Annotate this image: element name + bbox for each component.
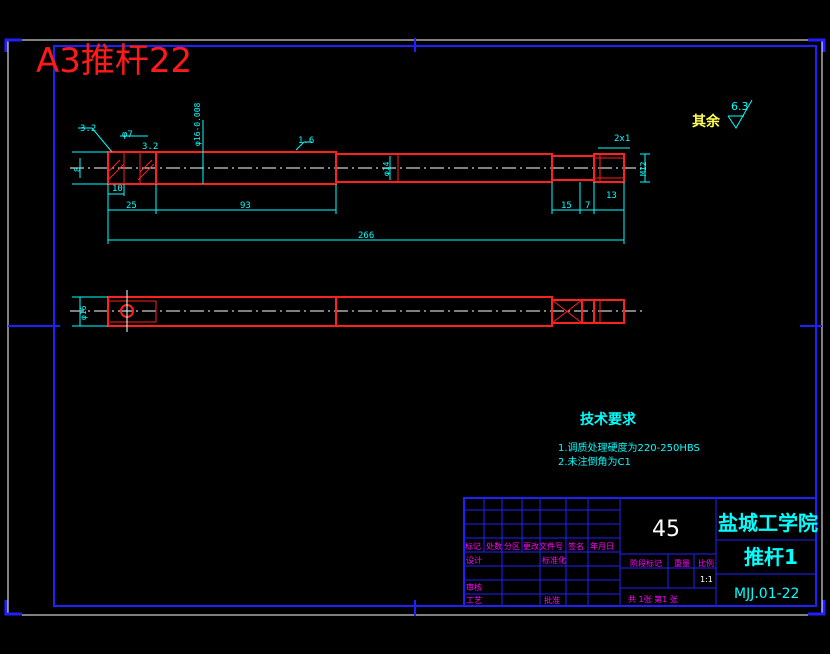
header-label-count: 处数 (486, 541, 502, 551)
surface-finish-value: 6.3 (731, 100, 749, 113)
surface-finish-label: 其余 (692, 113, 721, 130)
front-dimensions (72, 120, 650, 244)
scale-label: 比例 (698, 558, 714, 568)
roughness-symbol-icon (727, 99, 753, 129)
title-block (463, 497, 817, 607)
plan-view (70, 290, 642, 332)
dim-len-15: 15 (561, 201, 572, 211)
dim-len-93: 93 (240, 201, 251, 211)
corner-marks (4, 38, 826, 616)
dim-small-dia-left: 8 (73, 167, 82, 172)
tech-req-title: 技术要求 (580, 411, 637, 428)
dim-roughness-left: 3.2 (80, 124, 96, 134)
dim-thread: M12 (639, 161, 648, 176)
title-school: 盐城工学院 (718, 511, 818, 535)
front-view (70, 151, 642, 185)
row-label-approve: 批准 (544, 595, 560, 605)
dim-len-10: 10 (112, 184, 123, 194)
dim-mid-dia: φ14 (382, 161, 391, 176)
header-label-date: 年月日 (590, 541, 614, 551)
row-label-process: 工艺 (466, 596, 482, 605)
dim-side-dia: φ16 (79, 305, 88, 320)
dim-roughness-chamfer: 3.2 (142, 142, 158, 152)
dim-len-25: 25 (126, 201, 137, 211)
title-header-labels: 标记 处数 分区 更改文件号 签名 年月日 (465, 541, 614, 551)
dim-len-7: 7 (585, 201, 590, 211)
centering-marks (8, 38, 822, 616)
dim-hole-dia: φ7 (122, 130, 133, 140)
title-material: 45 (652, 517, 680, 542)
sheets-text: 共 1张 第1 张 (628, 594, 678, 604)
dim-len-13: 13 (606, 191, 617, 201)
row-label-standard: 标准化 (542, 555, 566, 565)
dim-shaft-dia-tol: φ16-0.008 (193, 102, 202, 146)
dim-total-len: 266 (358, 231, 374, 241)
sheet-label: A3推杆22 (36, 41, 192, 81)
weight-label: 重量 (674, 558, 690, 568)
scale-value: 1:1 (700, 575, 713, 584)
title-drawing-number: MJJ.01-22 (734, 586, 799, 602)
header-label-zone: 分区 (504, 542, 520, 551)
dim-roughness-main: 1.6 (298, 136, 314, 146)
title-part-name: 推杆1 (744, 545, 798, 569)
row-label-review: 审核 (466, 582, 482, 592)
header-label-sign: 签名 (568, 541, 584, 551)
tech-req-item-2: 2.未注倒角为C1 (558, 455, 631, 468)
header-label-change-doc: 更改文件号 (523, 541, 563, 551)
row-label-design: 设计 (466, 555, 482, 565)
header-label-mark: 标记 (465, 541, 481, 551)
stage-label: 阶段标记 (630, 558, 662, 568)
dim-chamfer: 2x1 (614, 134, 630, 144)
tech-req-item-1: 1.调质处理硬度为220-250HBS (558, 441, 700, 454)
